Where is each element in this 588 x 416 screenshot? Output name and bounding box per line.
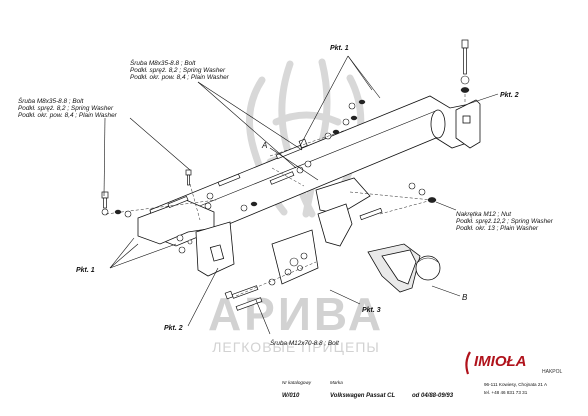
title-block: Nr katalogowy W/010 Marka Volkswagen Pas… [282,351,563,399]
plain-washer-label-left: Podkł. okr. pow. 8,4 ; Plain Washer [18,112,118,119]
pkt-1-left: Pkt. 1 [76,267,95,274]
bolt-label-top: Śruba M8x35-8.8 ; Bolt [130,58,196,67]
vehicle-model: Volkswagen Passat CL [330,393,395,399]
company-address: 96-111 Kowiesy, Chojnata 21 A [484,382,548,387]
top-centre-fasteners [269,99,366,185]
watermark-sub-text: ЛЕГКОВЫЕ ПРИЦЕПЫ [212,339,380,355]
nut-label-right: Nakrętka M12 ; Nut [456,211,511,218]
letter-a: A [261,141,267,150]
company-phone: tel. +48 46 831 73 31 [484,390,528,395]
left-fasteners [101,169,258,218]
company-subname: HAKPOL [542,369,563,375]
bottom-bolts [224,278,276,311]
part-labels: Śruba M8x35-8.8 ; Bolt Podkł. spręż. 8,2… [18,58,554,347]
assembly-axis-lines [105,129,433,297]
plain-washer-label-right: Podkł. okr. 13 ; Plain Washer [456,225,539,232]
tow-ball [367,243,441,293]
company-name: IMIOŁA [474,353,527,370]
imiola-logo: IMIOŁA HAKPOL [465,351,563,375]
production-years: od 04/88-09/93 [412,393,454,399]
centre-plate [271,177,371,285]
pkt-1-top: Pkt. 1 [330,45,349,52]
pkt-2-bottom: Pkt. 2 [164,325,183,332]
brand-heading: Marka [330,380,343,385]
spring-washer-label-left: Podkł. spręż. 8,2 ; Spring Washer [18,105,114,112]
right-fasteners [349,182,437,221]
catalog-heading: Nr katalogowy [282,380,312,385]
left-bracket [137,199,235,277]
leader-lines [103,55,499,335]
plain-washer-label-top: Podkł. okr. pow. 8,4 ; Plain Washer [130,74,230,81]
top-right-bolt [460,39,470,104]
bolt-label-bottom: Śruba M12x70-8.8 ; Bolt [270,338,339,347]
pkt-3: Pkt. 3 [362,307,381,314]
pkt-2-right: Pkt. 2 [500,92,519,99]
bolt-label-left: Śruba M8x35-8.8 ; Bolt [18,96,84,105]
catalog-number: W/010 [282,393,300,399]
letter-b: B [462,293,468,302]
spring-washer-label-top: Podkł. spręż. 8,2 ; Spring Washer [130,67,226,74]
spring-washer-label-right: Podkł. spręż.12,2 ; Spring Washer [456,218,554,225]
point-markers: Pkt. 1 Pkt. 2 Pkt. 1 Pkt. 2 Pkt. 3 A B [76,45,519,332]
